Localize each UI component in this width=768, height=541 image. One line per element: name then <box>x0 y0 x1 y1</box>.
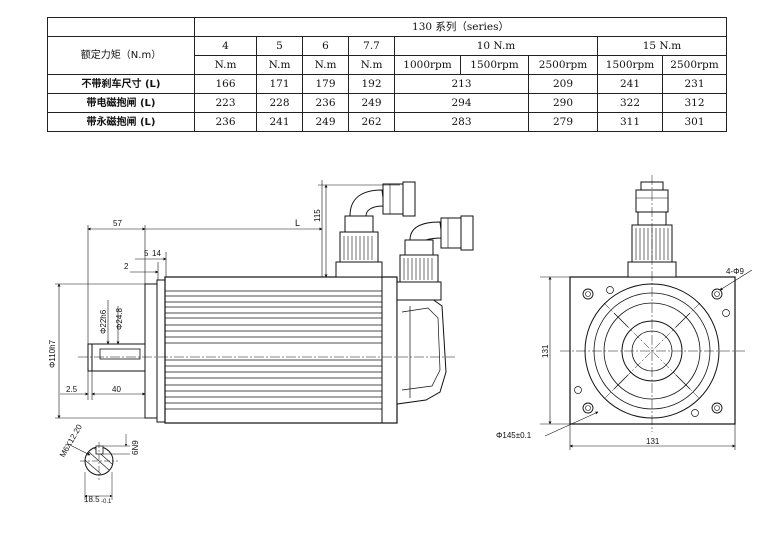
dim-6n9: 6N9 <box>131 440 140 455</box>
spec-table: 130 系列（series） 额定力矩（N.m） 4 5 6 7.7 10 N.… <box>47 17 727 132</box>
cooling-fins <box>165 290 382 410</box>
dim-14: 14 <box>152 249 161 258</box>
dim-2: 2 <box>124 262 129 271</box>
value-cell: 228 <box>256 93 303 113</box>
dim-131-vertical: 131 <box>541 344 550 358</box>
dim-l: L <box>295 218 300 228</box>
table-row: 不带刹车尺寸 (L) 166 171 179 192 213 209 241 2… <box>47 74 727 94</box>
dim-57: 57 <box>113 219 122 228</box>
front-dimensions <box>540 269 753 450</box>
rpm-cell: 1000rpm <box>394 55 461 75</box>
rated-torque-label: 额定力矩（N.m） <box>47 36 195 75</box>
unit-cell: N.m <box>348 55 395 75</box>
dim-40: 40 <box>112 385 121 394</box>
dim-d22: Φ22h6 <box>99 309 108 334</box>
dim-18-5: 18.5 <box>84 495 100 504</box>
dim-131-horizontal: 131 <box>646 437 660 446</box>
dim-m6: M6X12.20 <box>58 422 84 459</box>
unit-cell: N.m <box>256 55 303 75</box>
motor-side-view <box>78 181 474 424</box>
value-cell: 241 <box>597 74 663 94</box>
value-cell: 236 <box>194 112 257 132</box>
motor-front-view <box>560 175 745 432</box>
rpm-cell: 1500rpm <box>597 55 663 75</box>
dim-4-d9: 4-Φ9 <box>726 267 744 276</box>
dim-5: 5 <box>144 249 149 258</box>
value-cell: 171 <box>256 74 303 94</box>
table-row: 带永磁抱闸 (L) 236 241 249 262 283 279 311 30… <box>47 112 727 132</box>
row-label: 带永磁抱闸 (L) <box>47 112 195 132</box>
value-cell: 279 <box>528 112 598 132</box>
dim-d110: Φ110h7 <box>48 339 57 368</box>
value-cell: 301 <box>662 112 727 132</box>
dim-115: 115 <box>313 209 322 222</box>
dim-18-5-tol: -0.1 <box>101 499 112 505</box>
side-dimensions <box>55 180 400 419</box>
dim-d24: Φ24.8 <box>115 307 124 330</box>
torque-10-header: 10 N.m <box>394 36 598 56</box>
dim-d145: Φ145±0.1 <box>496 431 532 440</box>
dim-2-5: 2.5 <box>66 385 78 394</box>
shaft-section-view <box>69 434 130 500</box>
